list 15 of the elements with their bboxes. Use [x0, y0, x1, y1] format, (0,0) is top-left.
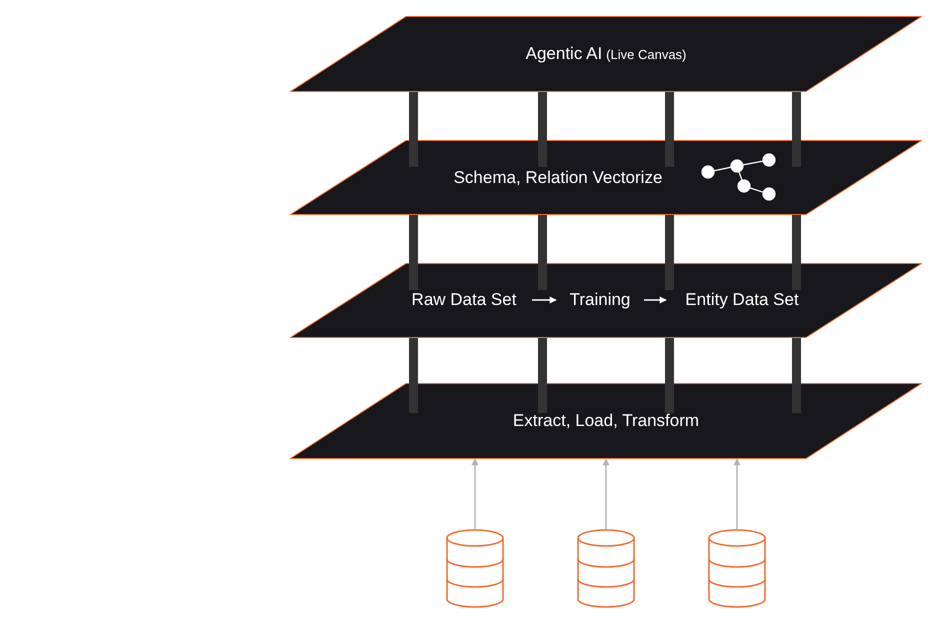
step-label: Raw Data Set — [402, 288, 526, 312]
step-label: Training — [562, 288, 638, 312]
arrow — [532, 296, 557, 304]
arrow — [602, 458, 610, 529]
layer-label: (Live Canvas) — [606, 46, 686, 64]
step-label: Entity Data Set — [672, 288, 812, 312]
arrow — [734, 458, 740, 529]
database-cylinder — [708, 529, 766, 608]
layer-label: Schema, Relation Vectorize — [454, 166, 662, 188]
database-cylinder — [577, 529, 635, 608]
database-cylinder — [446, 529, 504, 608]
layer-label: Extract, Load, Transform — [512, 410, 700, 432]
arrow — [644, 296, 667, 304]
arrow — [472, 458, 478, 529]
layer-label: Agentic AI — [526, 43, 602, 65]
